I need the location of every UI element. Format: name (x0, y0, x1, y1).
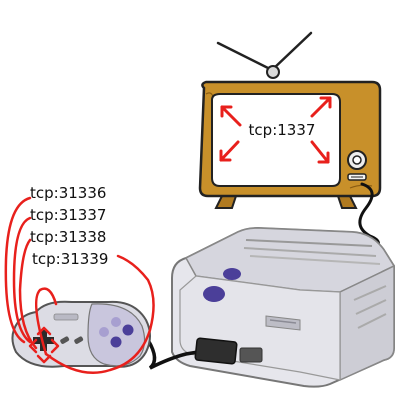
gamepad-button-y (99, 327, 109, 337)
tv-arrows (219, 96, 332, 164)
controller-plug (194, 337, 238, 365)
television (198, 80, 382, 209)
tv-antenna-base (266, 65, 280, 79)
dpad-arrows (28, 326, 60, 364)
annotation-line-31338 (18, 238, 38, 350)
annotation-line-31337 (12, 216, 32, 344)
gamepad-button-b (110, 336, 122, 348)
gamepad (11, 300, 151, 368)
gamepad-brand-tag (53, 313, 79, 321)
gamepad-start (74, 336, 84, 344)
console-reset-button (203, 286, 225, 302)
annotation-line-31336 (4, 196, 32, 344)
tv-screen (211, 93, 341, 187)
tv-antenna (216, 31, 313, 72)
console-logo-plate (265, 315, 301, 331)
port-label-4: tcp:31339 (32, 250, 108, 268)
port-label-3: tcp:31338 (30, 228, 106, 246)
game-console (171, 226, 396, 388)
port-label-1: tcp:31336 (30, 184, 106, 202)
controller-cable (146, 338, 200, 370)
console-controller-port (239, 347, 263, 363)
annotation-line-31339 (44, 254, 155, 374)
port-annotation-lines (4, 196, 155, 374)
port-label-2: tcp:31337 (30, 206, 106, 224)
tv-address-label: tcp:1337 (249, 121, 316, 139)
gamepad-button-x (111, 317, 121, 327)
console-power-button (223, 268, 241, 280)
gamepad-select (60, 336, 70, 344)
gamepad-button-a (122, 324, 134, 336)
annotation-line-loop (34, 287, 58, 356)
